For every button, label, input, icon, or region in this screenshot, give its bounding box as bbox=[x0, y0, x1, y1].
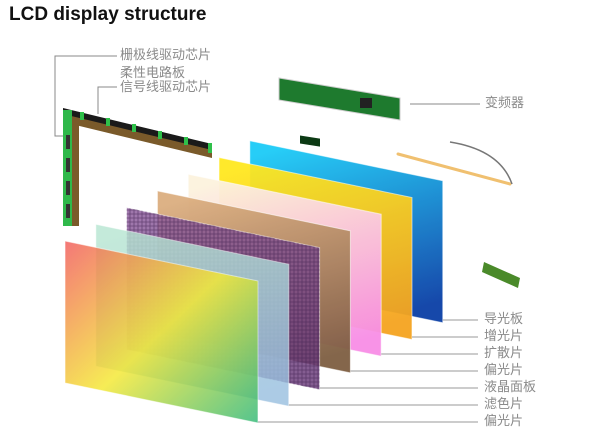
flex-pcb-label: 柔性电路板 bbox=[120, 66, 186, 81]
inverter-label: 变频器 bbox=[485, 96, 525, 111]
source-driver-leader bbox=[97, 86, 117, 114]
diagram-title: LCD display structure bbox=[9, 4, 207, 25]
inverter-board bbox=[278, 77, 401, 147]
lamp-wire bbox=[449, 141, 513, 185]
source-driver-label: 信号线驱动芯片 bbox=[120, 80, 212, 95]
source-driver-board bbox=[63, 108, 212, 158]
layer-label: 液晶面板 bbox=[484, 380, 537, 395]
layer-label: 偏光片 bbox=[484, 414, 524, 429]
reflector-rod bbox=[482, 262, 520, 288]
gate-driver-board bbox=[63, 110, 79, 226]
layer-label: 滤色片 bbox=[484, 397, 524, 412]
layer-label: 扩散片 bbox=[484, 346, 524, 361]
gate-driver-leader bbox=[54, 55, 117, 137]
layer-label: 导光板 bbox=[484, 312, 524, 327]
layer-label: 偏光片 bbox=[484, 363, 524, 378]
lamp-tube bbox=[396, 152, 512, 186]
gate-driver-label: 栅极线驱动芯片 bbox=[120, 48, 212, 63]
layer-label: 增光片 bbox=[484, 329, 524, 344]
layer-panel bbox=[64, 240, 259, 424]
